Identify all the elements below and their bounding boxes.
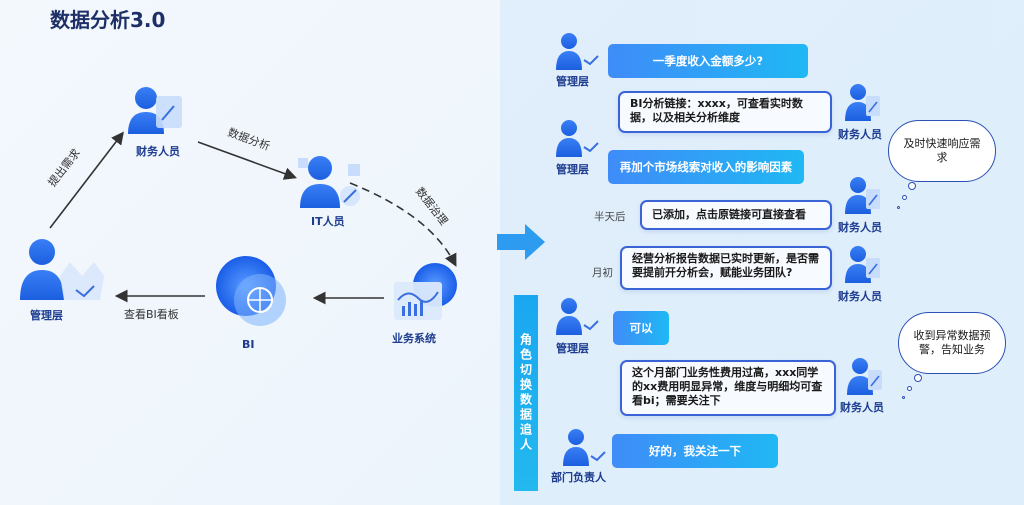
chat-role-department-head: 部门负责人	[551, 471, 606, 484]
finance-person-icon	[128, 87, 182, 134]
chat-role-finance: 财务人员	[838, 128, 882, 141]
role-label-it: IT人员	[311, 215, 345, 228]
chat-role-finance: 财务人员	[840, 401, 884, 414]
bi-icon	[216, 256, 286, 326]
edge-raise-arrow	[49, 131, 124, 229]
role-switch-bar: 角色切换数据追人	[514, 295, 538, 491]
chat-bubble-manager: 可以	[613, 311, 669, 345]
chat-bubble-finance: 经营分析报告数据已实时更新，是否需要提前开分析会，赋能业务团队?	[620, 246, 832, 290]
chat-bubble-finance: 已添加，点击原链接可直接查看	[640, 200, 832, 230]
thought-dot	[908, 182, 916, 190]
it-person-icon	[298, 156, 360, 208]
edge-label-board: 查看BI看板	[124, 308, 179, 321]
chat-role-manager: 管理层	[556, 342, 589, 355]
thought-dot	[914, 374, 922, 382]
thought-dot	[902, 396, 905, 399]
chat-time-label: 月初	[592, 267, 613, 279]
business-system-icon	[394, 263, 457, 320]
chat-role-finance: 财务人员	[838, 221, 882, 234]
chat-time-label: 半天后	[594, 211, 626, 223]
flow-diagram	[20, 87, 457, 326]
thought-dot	[907, 386, 912, 391]
thought-cloud: 收到异常数据预警，告知业务	[898, 312, 1006, 374]
thought-dot	[897, 206, 900, 209]
transition-arrow-icon	[497, 224, 545, 260]
role-label-finance: 财务人员	[136, 145, 180, 158]
thought-dot	[902, 195, 907, 200]
chat-bubble-manager: 再加个市场线索对收入的影响因素	[608, 150, 804, 184]
role-label-business-system: 业务系统	[392, 332, 436, 345]
chat-role-manager: 管理层	[556, 75, 589, 88]
chat-role-finance: 财务人员	[838, 290, 882, 303]
chat-bubble-finance: BI分析链接：xxxx，可查看实时数据，以及相关分析维度	[618, 91, 832, 133]
role-label-manager: 管理层	[30, 309, 63, 322]
edge-governance-arrow	[349, 182, 457, 267]
role-label-bi: BI	[242, 338, 255, 351]
chat-bubble-manager: 一季度收入金额多少?	[608, 44, 808, 78]
chat-role-manager: 管理层	[556, 163, 589, 176]
chat-bubble-department-head: 好的，我关注一下	[612, 434, 778, 468]
chat-bubble-finance: 这个月部门业务性费用过高，xxx同学的xx费用明显异常，维度与明细均可查看bi；…	[620, 360, 836, 416]
manager-person-icon	[20, 239, 104, 300]
edge-analysis-arrow	[197, 141, 298, 180]
page-title: 数据分析3.0	[50, 8, 166, 32]
thought-cloud: 及时快速响应需求	[888, 120, 996, 182]
